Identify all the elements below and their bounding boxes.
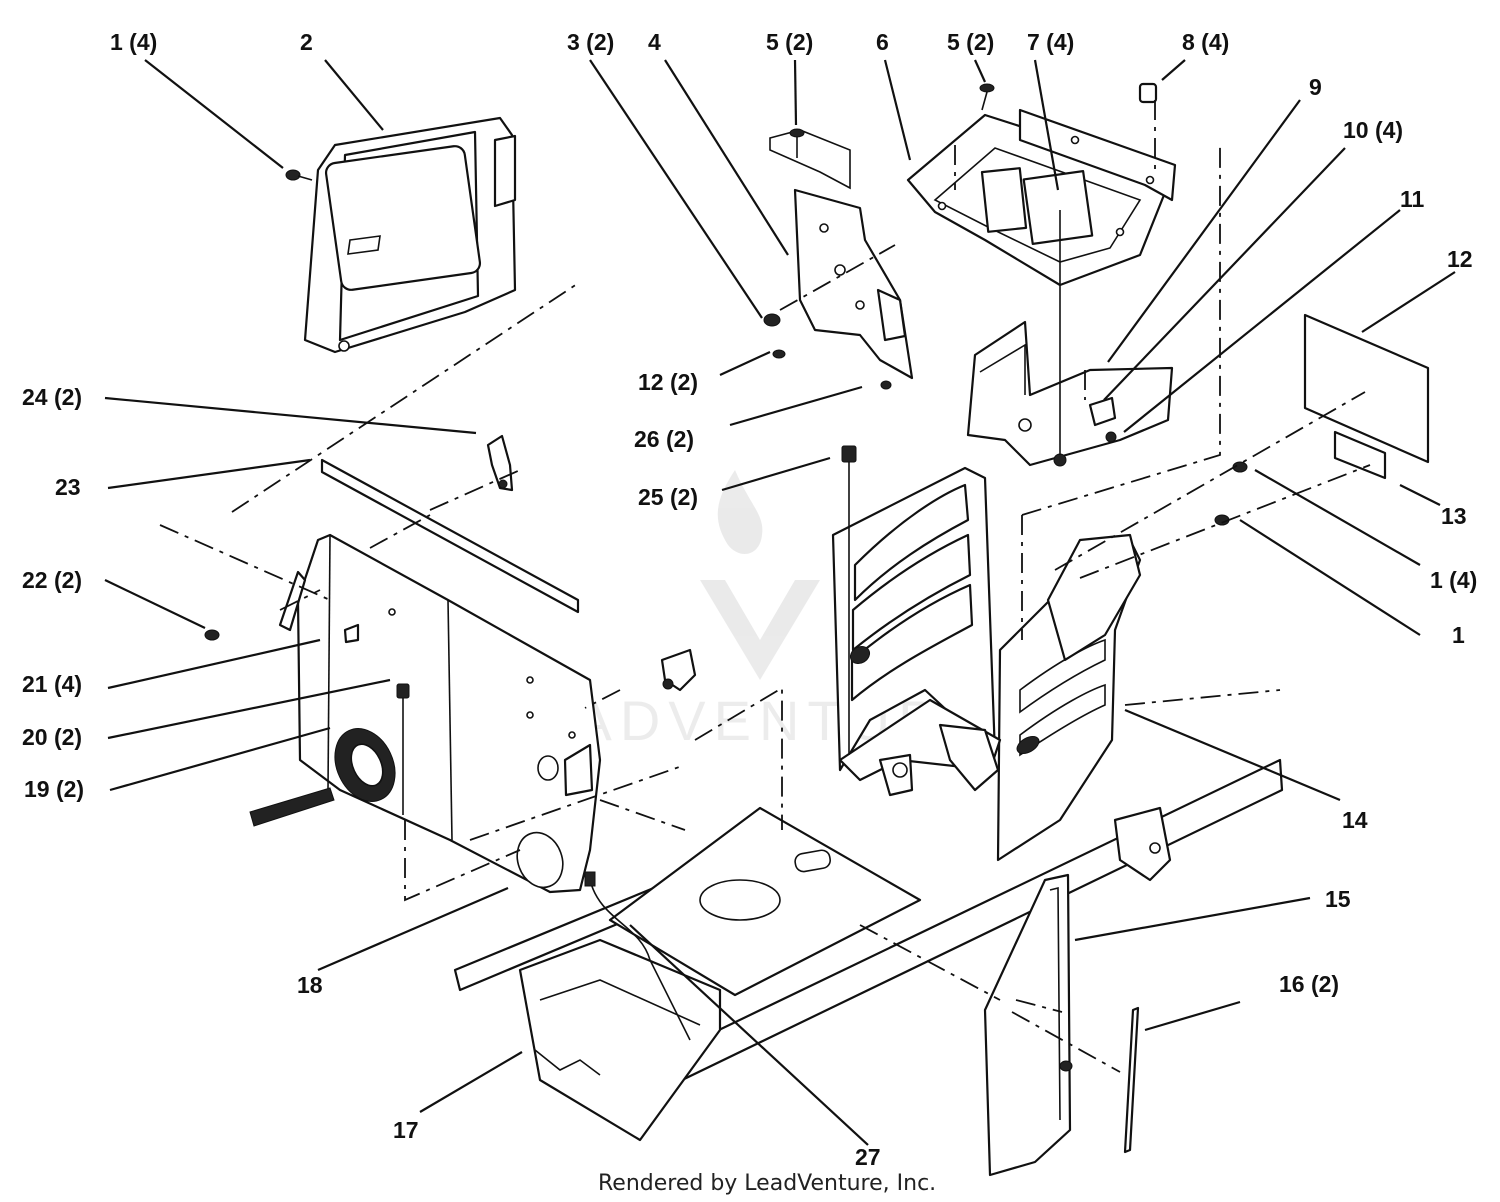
callout-11: 11 <box>1400 186 1425 212</box>
callout-1: 1 <box>1452 622 1465 648</box>
part-3-nut <box>763 313 781 327</box>
callout-2: 2 <box>300 29 313 55</box>
part-5-screw-b <box>979 83 995 111</box>
callout-5-2-a: 5 (2) <box>766 29 813 55</box>
part-9-bracket <box>966 320 1174 467</box>
callout-7-4: 7 (4) <box>1027 29 1074 55</box>
callout-12-2: 12 (2) <box>638 369 698 395</box>
part-27-clip <box>584 871 596 887</box>
part-26-nut <box>880 380 892 390</box>
part-6-dash-tray <box>906 108 1177 287</box>
part-13-decal <box>1333 430 1387 480</box>
callout-12: 12 <box>1447 246 1473 272</box>
watermark-logo <box>700 470 820 680</box>
callout-27: 27 <box>855 1144 881 1170</box>
callout-16-2: 16 (2) <box>1279 971 1339 997</box>
callout-8-4: 8 (4) <box>1182 29 1229 55</box>
callout-20-2: 20 (2) <box>22 724 82 750</box>
callout-22-2: 22 (2) <box>22 567 82 593</box>
assembly-lines <box>159 100 1371 1073</box>
part-25-bolt <box>841 445 857 755</box>
callout-15: 15 <box>1325 886 1351 912</box>
part-15-side-panel <box>983 873 1072 1177</box>
part-12-decal <box>1303 313 1430 464</box>
callout-9: 9 <box>1309 74 1322 100</box>
callout-6: 6 <box>876 29 889 55</box>
part-17-clip <box>534 1049 601 1076</box>
part-5-screw-a <box>789 128 805 158</box>
footer-credit: Rendered by LeadVenture, Inc. <box>598 1171 936 1196</box>
leader-lines <box>104 59 1456 1146</box>
callout-labels: 1 (4) 2 3 (2) 4 5 (2) 6 5 (2) 7 (4) 8 (4… <box>22 29 1477 1170</box>
part-15-screw <box>1059 1060 1073 1072</box>
callout-4: 4 <box>648 29 661 55</box>
callout-1-4-right: 1 (4) <box>1430 567 1477 593</box>
part-14-console <box>831 466 1142 862</box>
callout-3-2: 3 (2) <box>567 29 614 55</box>
part-21-wing-nut <box>343 623 360 644</box>
part-7-screw-bottom <box>1053 453 1067 467</box>
part-16-strip <box>1123 1006 1140 1154</box>
callout-1-4-top: 1 (4) <box>110 29 157 55</box>
part-2-side-panel <box>303 116 517 354</box>
callout-13: 13 <box>1441 503 1467 529</box>
callout-26-2: 26 (2) <box>634 426 694 452</box>
callout-19-2: 19 (2) <box>24 776 84 802</box>
callout-10-4: 10 (4) <box>1343 117 1403 143</box>
part-27-wire <box>589 879 691 1041</box>
callout-5-2-b: 5 (2) <box>947 29 994 55</box>
part-22-screw <box>204 629 220 641</box>
part-20-bolt <box>396 683 410 815</box>
part-8-clip <box>1138 82 1158 104</box>
part-19-shaft <box>249 787 335 827</box>
part-4-bracket <box>769 129 914 380</box>
part-1-screw-top <box>285 169 313 181</box>
part-23-front-panel <box>278 458 602 894</box>
part-10-nut <box>1105 431 1117 443</box>
part-12-washer <box>772 349 786 359</box>
callout-17: 17 <box>393 1117 419 1143</box>
callout-21-4: 21 (4) <box>22 671 82 697</box>
callout-24-2: 24 (2) <box>22 384 82 410</box>
callout-18: 18 <box>297 972 323 998</box>
callout-14: 14 <box>1342 807 1368 833</box>
callout-23: 23 <box>55 474 81 500</box>
part-24-bracket-mid <box>660 648 697 692</box>
callout-25-2: 25 (2) <box>638 484 698 510</box>
